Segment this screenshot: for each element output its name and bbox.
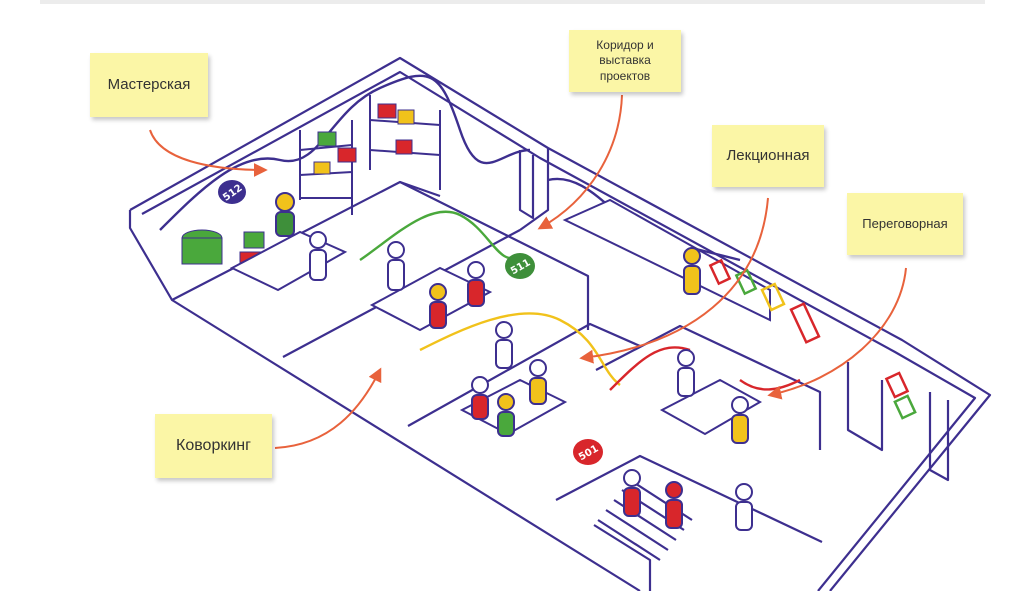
label-workshop: Мастерская — [90, 53, 208, 117]
arrow-lecture — [579, 197, 769, 364]
room-badge-512: 512 — [218, 180, 246, 204]
exhibition-frames — [708, 258, 917, 420]
tables — [229, 198, 771, 436]
building-outline — [128, 56, 992, 591]
arrow-coworking — [274, 367, 382, 449]
label-coworking: Коворкинг — [155, 414, 272, 478]
arrow-corridor — [537, 94, 623, 230]
top-divider — [40, 0, 985, 4]
arrow-workshop — [149, 129, 268, 177]
label-corridor: Коридор и выставка проектов — [569, 30, 681, 92]
label-lecture: Лекционная — [712, 125, 824, 187]
people — [275, 192, 753, 531]
callout-arrows — [149, 94, 907, 449]
arrow-meeting — [767, 267, 907, 400]
room-badge-501: 501 — [573, 439, 603, 465]
room-badge-511: 511 — [505, 253, 535, 279]
workshop-shelves — [299, 95, 441, 215]
label-meeting: Переговорная — [847, 193, 963, 255]
